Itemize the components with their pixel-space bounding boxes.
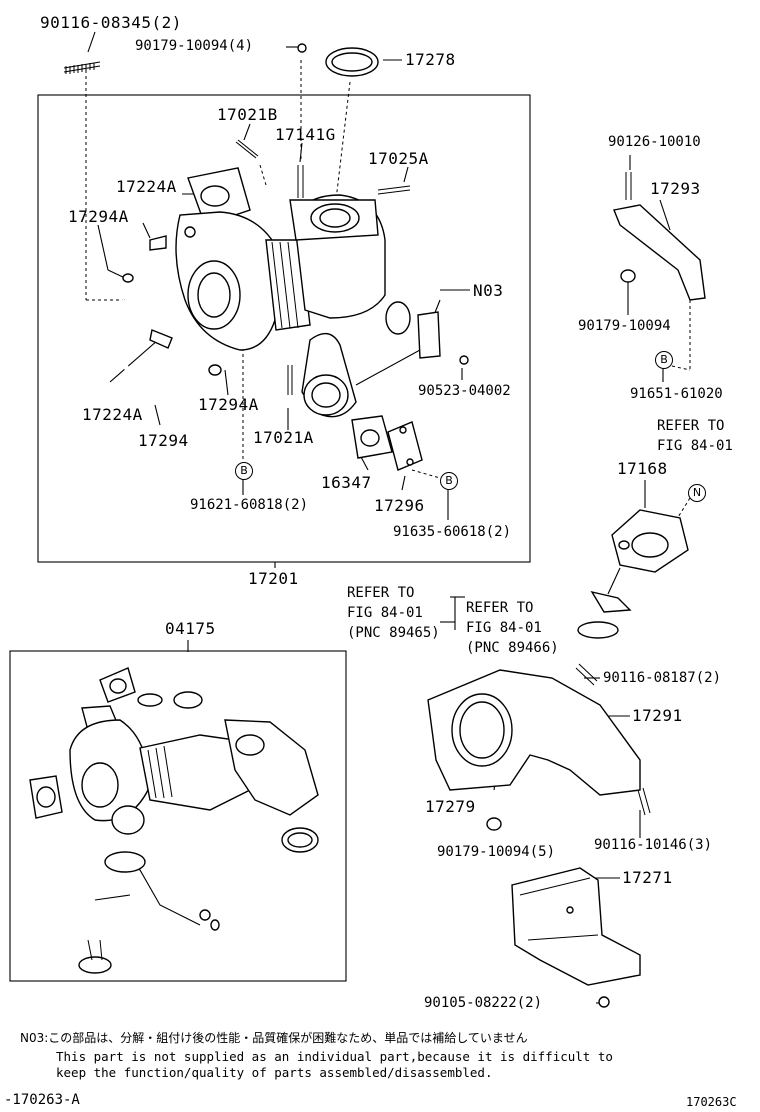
label-91621-60818: 91621-60818(2): [190, 497, 309, 513]
callout-b-bracket: B: [655, 351, 673, 369]
leader-lines: [87, 31, 671, 1004]
label-90179-10094-5: 90179-10094(5): [437, 844, 556, 860]
label-refer-to-2: REFER TO: [347, 585, 415, 601]
label-fig-84-01-2: FIG 84-01: [347, 605, 423, 621]
insulator-17271-drawing: [511, 867, 641, 1008]
label-90523-04002: 90523-04002: [418, 383, 511, 399]
footer-figure-number: -170263-A: [4, 1092, 80, 1108]
label-17025a: 17025A: [368, 149, 429, 168]
label-pnc-89466: (PNC 89466): [466, 640, 559, 656]
label-fig-84-01-1: FIG 84-01: [657, 438, 733, 454]
label-17294a-top: 17294A: [68, 207, 129, 226]
elbow-17291-drawing: [427, 663, 651, 831]
bracket-17293-drawing: [613, 172, 706, 301]
label-17291: 17291: [632, 706, 683, 725]
label-90179-10094-4: 90179-10094(4): [135, 38, 254, 54]
label-17279: 17279: [425, 797, 476, 816]
label-90105-08222: 90105-08222(2): [424, 995, 543, 1011]
label-17021a: 17021A: [253, 428, 314, 447]
callout-n: N: [688, 484, 706, 502]
turbocharger-assembly-drawing: [63, 43, 469, 471]
note-english-line1: This part is not supplied as an individu…: [56, 1049, 613, 1064]
label-fig-84-01-3: FIG 84-01: [466, 620, 542, 636]
label-pnc-89465: (PNC 89465): [347, 625, 440, 641]
label-16347: 16347: [321, 473, 372, 492]
label-17271: 17271: [622, 868, 673, 887]
label-91651-61020: 91651-61020: [630, 386, 723, 402]
label-17296: 17296: [374, 496, 425, 515]
footer-figure-code: 170263C: [686, 1095, 737, 1109]
label-17294: 17294: [138, 431, 189, 450]
label-91635-60618: 91635-60618(2): [393, 524, 512, 540]
label-17168: 17168: [617, 459, 668, 478]
label-90116-08187: 90116-08187(2): [603, 670, 722, 686]
label-17201: 17201: [248, 569, 299, 588]
label-04175: 04175: [165, 619, 216, 638]
frame-17201: [37, 94, 531, 563]
label-90116-10146: 90116-10146(3): [594, 837, 713, 853]
label-90179-10094: 90179-10094: [578, 318, 671, 334]
gasket-kit-04175-drawing: [29, 667, 319, 974]
frame-04175: [9, 650, 347, 982]
label-90126-10010: 90126-10010: [608, 134, 701, 150]
label-17224a-bottom: 17224A: [82, 405, 143, 424]
callout-b-left: B: [235, 462, 253, 480]
label-n03: N03: [473, 281, 504, 300]
label-17224a-top: 17224A: [116, 177, 177, 196]
label-17021b: 17021B: [217, 105, 278, 124]
callout-b-gasket: B: [440, 472, 458, 490]
note-english-line2: keep the function/quality of parts assem…: [56, 1065, 493, 1080]
label-17294a-bottom: 17294A: [198, 395, 259, 414]
dashed-leaders: [85, 60, 691, 531]
label-17141g: 17141G: [275, 125, 336, 144]
label-17293: 17293: [650, 179, 701, 198]
flange-17168-drawing: [577, 509, 689, 639]
label-refer-to-3: REFER TO: [466, 600, 534, 616]
note-japanese: N03:この部品は、分解・組付け後の性能・品質確保が困難なため、単品では補給して…: [20, 1031, 528, 1045]
label-90116-08345: 90116-08345(2): [40, 13, 182, 32]
label-17278: 17278: [405, 50, 456, 69]
label-refer-to-1: REFER TO: [657, 418, 725, 434]
